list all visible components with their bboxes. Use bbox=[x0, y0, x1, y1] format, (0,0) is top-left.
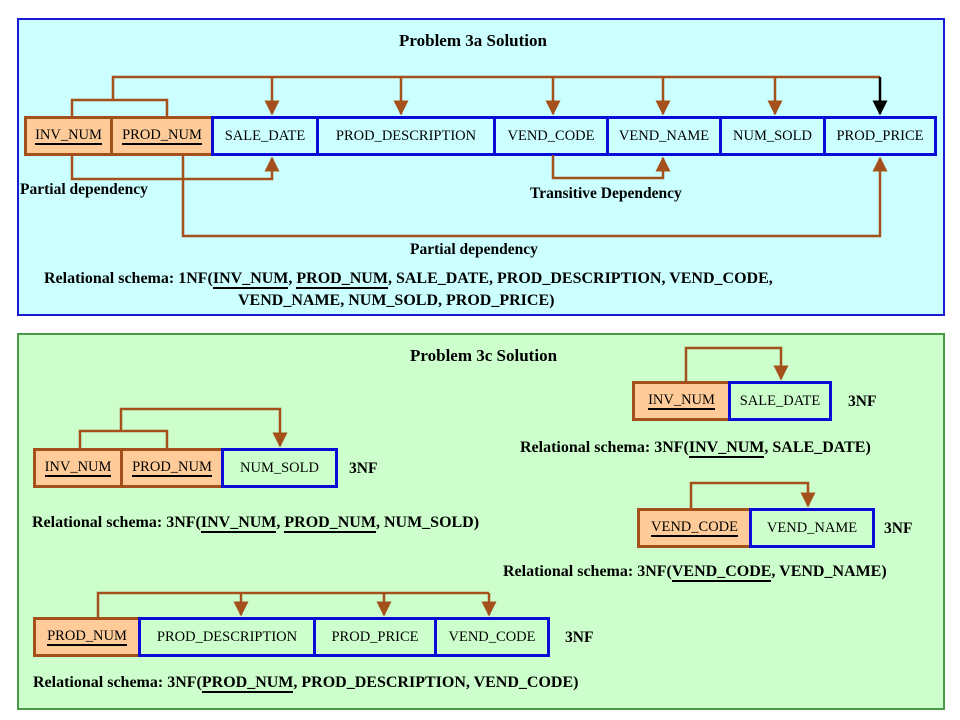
problem-3c-title: Problem 3c Solution bbox=[410, 346, 558, 365]
problem-3a-panel bbox=[17, 18, 945, 316]
tl-inv-num: INV_NUM bbox=[33, 448, 123, 488]
schema-invoice-line: Relational schema: 3NF(INV_NUM, PROD_NUM… bbox=[32, 514, 480, 533]
partial-dependency-arrow-2 bbox=[181, 155, 888, 238]
problem-3a-title: Problem 3a Solution bbox=[399, 31, 547, 50]
full-dependency-line bbox=[111, 75, 880, 100]
nf-label-invoice-line: 3NF bbox=[349, 460, 378, 477]
nf-label-invoice: 3NF bbox=[848, 393, 877, 410]
schema-vendor: Relational schema: 3NF(VEND_CODE, VEND_N… bbox=[503, 563, 887, 582]
tl-num-sold: NUM_SOLD bbox=[221, 448, 338, 488]
nf-label-product: 3NF bbox=[565, 629, 594, 646]
partial-dependency-arrow-1 bbox=[70, 155, 280, 181]
table-invoice: INV_NUM SALE_DATE bbox=[632, 381, 832, 421]
table-invoice-line: INV_NUM PROD_NUM NUM_SOLD bbox=[33, 448, 338, 488]
tv-vend-code: VEND_CODE bbox=[637, 508, 752, 548]
problem-3a-schema-line2: VEND_NAME, NUM_SOLD, PROD_PRICE) bbox=[238, 292, 555, 309]
tv-dependency-arrow bbox=[689, 481, 816, 508]
tl-dependency-arrow bbox=[119, 407, 288, 448]
tp-vend-code: VEND_CODE bbox=[434, 617, 550, 657]
schema-invoice: Relational schema: 3NF(INV_NUM, SALE_DAT… bbox=[520, 439, 871, 458]
tp-prod-num: PROD_NUM bbox=[33, 617, 141, 657]
problem-3a-attribute-row: INV_NUM PROD_NUM SALE_DATE PROD_DESCRIPT… bbox=[24, 116, 937, 156]
table-product: PROD_NUM PROD_DESCRIPTION PROD_PRICE VEN… bbox=[33, 617, 550, 657]
full-dependency-bracket bbox=[70, 98, 169, 117]
schema-product: Relational schema: 3NF(PROD_NUM, PROD_DE… bbox=[33, 674, 579, 693]
tp-dependency-line bbox=[96, 591, 489, 618]
ti-sale-date: SALE_DATE bbox=[728, 381, 832, 421]
problem-3c-panel bbox=[17, 333, 945, 710]
partial-dependency-label-1: Partial dependency bbox=[20, 181, 148, 198]
nf-label-vendor: 3NF bbox=[884, 520, 913, 537]
table-vendor: VEND_CODE VEND_NAME bbox=[637, 508, 875, 548]
transitive-dependency-label: Transitive Dependency bbox=[530, 185, 682, 202]
partial-dependency-label-2: Partial dependency bbox=[410, 241, 538, 258]
attr-inv-num: INV_NUM bbox=[24, 116, 113, 156]
transitive-dependency-arrow bbox=[551, 155, 671, 180]
tv-vend-name: VEND_NAME bbox=[749, 508, 875, 548]
tl-prod-num: PROD_NUM bbox=[120, 448, 224, 488]
tl-key-bracket bbox=[78, 429, 169, 449]
attr-prod-num: PROD_NUM bbox=[110, 116, 214, 156]
problem-3a-schema: Relational schema: 1NF(INV_NUM, PROD_NUM… bbox=[44, 270, 773, 289]
ti-dependency-arrow bbox=[684, 346, 789, 381]
attr-prod-price: PROD_PRICE bbox=[823, 116, 937, 156]
